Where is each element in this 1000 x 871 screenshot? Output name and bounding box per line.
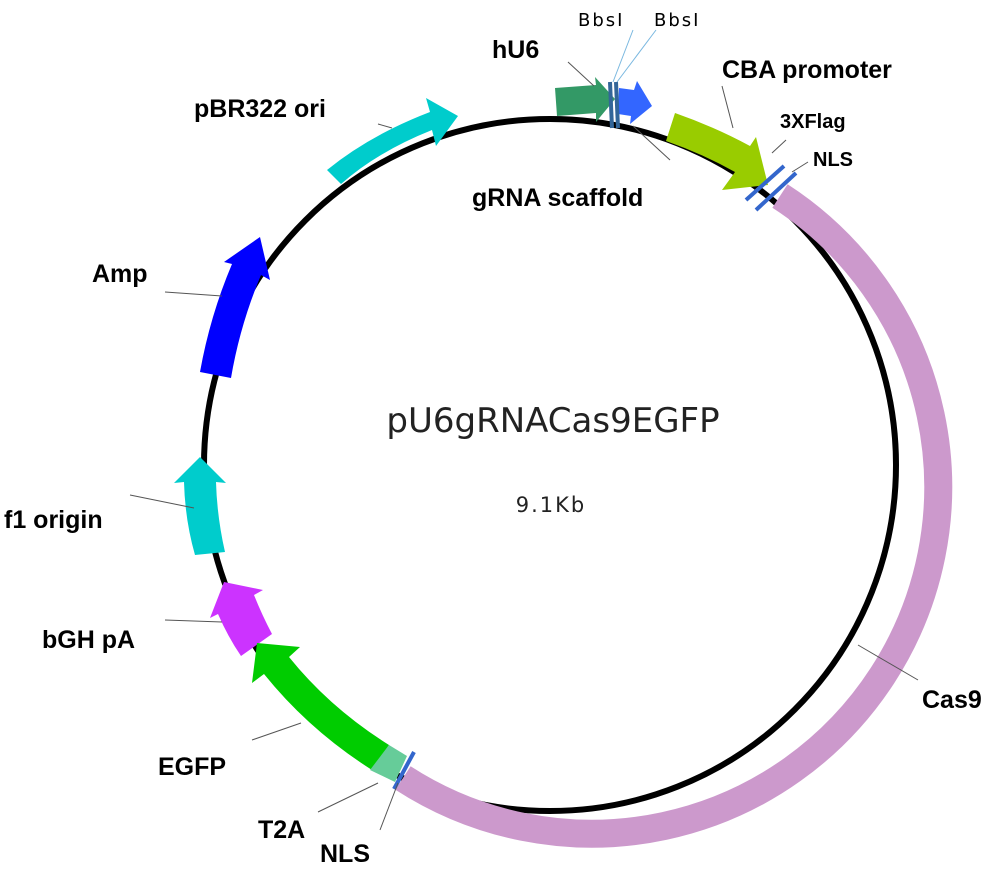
feature-label-amp: Amp (92, 260, 148, 288)
feature-label-3xflag: 3XFlag (780, 111, 846, 133)
bbsi-site-mark (608, 81, 614, 129)
leader-line (632, 125, 671, 161)
leader-line (791, 161, 809, 173)
cas9-feature (395, 184, 953, 848)
bbsi-site-mark (614, 81, 620, 129)
feature-label-bgh-pa: bGH pA (42, 626, 135, 654)
leader-line (857, 644, 919, 681)
feature-label-nls-bottom: NLS (320, 840, 370, 868)
egfp-feature (252, 643, 389, 770)
pbr322-ori-feature (327, 98, 458, 184)
leader-line (164, 619, 223, 623)
hu6-feature (555, 77, 615, 122)
leader-line (567, 61, 595, 87)
feature-label-egfp: EGFP (158, 753, 226, 781)
cba-promoter-feature (666, 113, 768, 190)
leader-line (251, 722, 302, 741)
leader-line (317, 782, 379, 813)
f1-origin-feature (174, 457, 226, 555)
feature-label-nls-top: NLS (813, 149, 853, 171)
feature-label-hu6: hU6 (492, 36, 539, 64)
leader-line (164, 291, 223, 297)
flag-tick-mark (744, 164, 786, 202)
site-label-bbsi: BbsI (654, 10, 700, 31)
feature-label-cas9: Cas9 (922, 686, 982, 714)
feature-label-cba-promoter: CBA promoter (722, 56, 892, 84)
leader-line (721, 85, 734, 129)
bgh-pa-feature (210, 582, 272, 656)
plasmid-name: pU6gRNACas9EGFP (386, 401, 719, 441)
nls-tick-mark (754, 171, 798, 212)
leader-line (612, 29, 634, 83)
feature-label-pbr322-ori: pBR322 ori (194, 95, 326, 123)
site-label-bbsi: BbsI (578, 10, 624, 31)
nls-tick-mark (392, 751, 416, 790)
leader-line (377, 123, 393, 129)
grna-scaffold-feature (618, 81, 652, 124)
leader-line (616, 29, 657, 83)
leader-line (379, 782, 399, 831)
t2a-feature (370, 745, 407, 782)
amp-feature (200, 237, 270, 378)
feature-label-f1-origin: f1 origin (4, 506, 103, 534)
feature-label-grna-scaffold: gRNA scaffold (472, 184, 643, 212)
leader-line (129, 494, 195, 509)
feature-label-t2a: T2A (258, 816, 305, 844)
plasmid-size: 9.1Kb (516, 493, 587, 517)
leader-line (771, 139, 787, 154)
